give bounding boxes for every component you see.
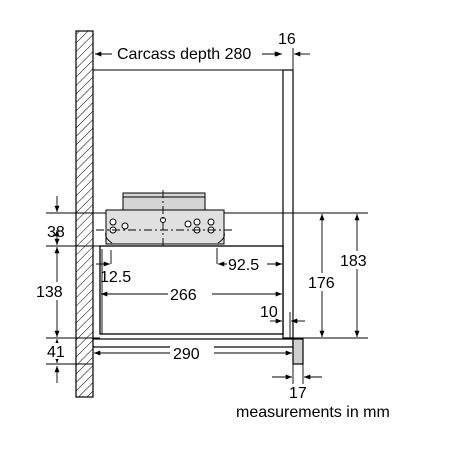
wall-hatched — [75, 30, 94, 398]
dim-38: 38 — [47, 196, 65, 245]
units-note: measurements in mm — [236, 404, 390, 421]
dim-38-label: 38 — [47, 224, 65, 241]
carcass-depth-dimension: Carcass depth 280 — [95, 44, 281, 63]
dim-290: 290 — [94, 344, 292, 363]
dim-176: 176 — [308, 214, 340, 337]
dim-16: 16 — [268, 31, 310, 70]
carcass-depth-label: Carcass depth 280 — [117, 46, 251, 63]
dim-92-5-label: 92.5 — [228, 257, 259, 274]
dim-183: 183 — [340, 214, 373, 337]
dim-41: 41 — [45, 339, 71, 383]
cabinet-side-panel — [282, 69, 294, 339]
dim-41-label: 41 — [47, 344, 65, 361]
dim-17-label: 17 — [289, 385, 307, 402]
dim-12-5: 12.5 — [96, 250, 131, 286]
dim-183-label: 183 — [340, 253, 367, 270]
dim-10-label: 10 — [260, 304, 278, 321]
dim-176-label: 176 — [308, 275, 335, 292]
dim-12-5-label: 12.5 — [100, 269, 131, 286]
dim-266-label: 266 — [170, 287, 197, 304]
dim-290-label: 290 — [173, 346, 200, 363]
dim-17: 17 — [272, 364, 322, 402]
dim-10: 10 — [260, 304, 305, 338]
dim-138: 138 — [36, 247, 72, 337]
dim-266: 266 — [101, 285, 282, 304]
dim-138-label: 138 — [36, 284, 63, 301]
fan-motor-unit — [96, 190, 234, 248]
dim-16-label: 16 — [278, 31, 296, 48]
dim-92-5: 92.5 — [216, 248, 282, 274]
